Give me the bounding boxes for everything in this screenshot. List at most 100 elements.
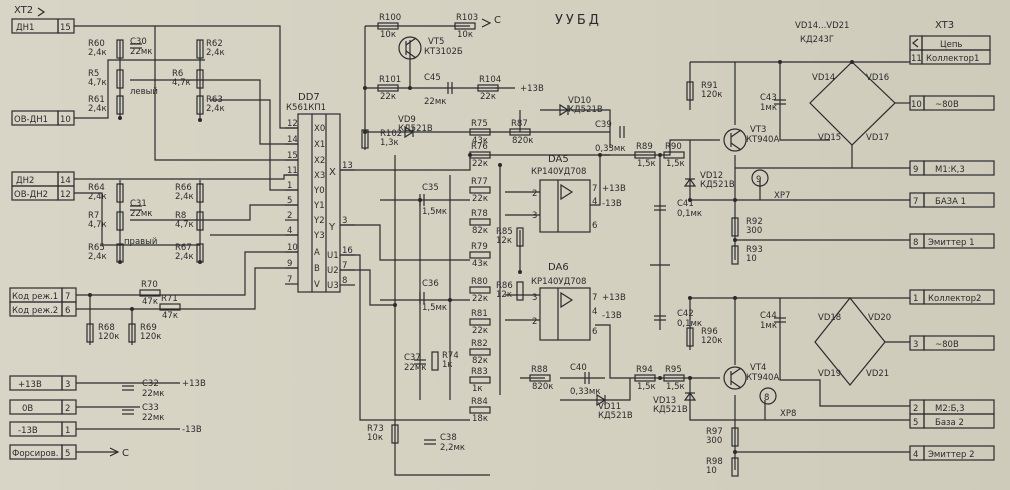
xt2-pin: ДН2 14 bbox=[11, 171, 75, 187]
resistor-ref: R5 bbox=[88, 69, 99, 79]
wire bbox=[630, 139, 720, 156]
dd7-pin-label: U1 bbox=[327, 251, 339, 261]
capacitor-ref: C42 bbox=[677, 309, 694, 319]
wire bbox=[340, 269, 395, 306]
wire bbox=[154, 26, 298, 161]
xt3-pin: 5 База 2 bbox=[909, 413, 995, 429]
wire bbox=[130, 79, 298, 145]
resistor-value: 4,7к bbox=[88, 220, 107, 230]
opamp-vn: -13В bbox=[602, 199, 622, 209]
junction bbox=[130, 307, 134, 311]
dd7-ref: DD7 bbox=[298, 92, 320, 103]
wire bbox=[210, 99, 298, 191]
resistor-ref: R100 bbox=[379, 13, 401, 23]
xt3-pin: 2 М2:Б,3 bbox=[909, 399, 995, 415]
wire bbox=[519, 110, 610, 133]
resistor-ref: R104 bbox=[479, 75, 501, 85]
capacitor-value: 22мк bbox=[142, 413, 164, 423]
transistor-ref: VT3 bbox=[750, 125, 766, 135]
capacitor-ref: C45 bbox=[424, 73, 441, 83]
xt2-pin: -13В 1 bbox=[9, 421, 77, 437]
diode-label: VD18 bbox=[818, 313, 841, 323]
pin-name: -13В bbox=[18, 426, 38, 436]
vt5-supply: +13В bbox=[520, 84, 544, 94]
diode-type: КД521В bbox=[398, 124, 433, 134]
xt2-pin: Код реж.2 6 bbox=[9, 301, 77, 317]
wire bbox=[560, 378, 631, 401]
bridge-group-label: VD14...VD21 bbox=[795, 21, 849, 31]
right-label: правый bbox=[124, 237, 157, 247]
junction bbox=[118, 260, 122, 264]
pin-num: 6 bbox=[65, 306, 70, 316]
xt2-pin: ОВ-ДН2 12 bbox=[11, 185, 75, 201]
resistor-ref: R71 bbox=[161, 294, 178, 304]
opamp-pin: 3 bbox=[532, 211, 537, 221]
diode-type: КД521В bbox=[598, 411, 633, 421]
resistor-value: 82к bbox=[472, 226, 488, 236]
resistor-value: 4,7к bbox=[172, 78, 191, 88]
pin-num: 2 bbox=[913, 404, 918, 414]
resistor-value: 1,5к bbox=[637, 159, 656, 169]
diode-bridge-1: VD14 VD16 VD15 VD17 bbox=[809, 61, 910, 168]
xt2-pin: Форсиров. 5 bbox=[9, 444, 77, 460]
resistor-value: 300 bbox=[746, 226, 762, 236]
resistor-ref: R64 bbox=[88, 183, 105, 193]
wire bbox=[340, 224, 470, 261]
pin-name: Код реж.1 bbox=[12, 292, 58, 302]
capacitor-value: 1мк bbox=[760, 321, 777, 331]
diode-bridge-2: VD18 VD20 VD19 VD21 bbox=[814, 297, 910, 386]
wire bbox=[74, 192, 200, 246]
junction bbox=[198, 260, 202, 264]
wire bbox=[779, 62, 830, 141]
pin-name: Эмиттер 1 bbox=[928, 238, 975, 248]
resistor-value: 43к bbox=[472, 259, 488, 269]
dd7-pin-num: 16 bbox=[342, 246, 353, 256]
pin-name: ОВ-ДН1 bbox=[14, 115, 48, 125]
resistor-ref: R103 bbox=[456, 13, 478, 23]
resistor-value: 2,4к bbox=[88, 104, 107, 114]
dd7-pin-num: 9 bbox=[287, 259, 292, 269]
resistor-value: 120к bbox=[701, 336, 722, 346]
capacitor-ref: C44 bbox=[760, 311, 777, 321]
dd7-pin-num: 7 bbox=[342, 261, 347, 271]
resistor-ref: R61 bbox=[88, 95, 105, 105]
dd7-pin-label: Y0 bbox=[313, 186, 325, 196]
resistor-value: 1,5к bbox=[666, 159, 685, 169]
pin-name: М2:Б,3 bbox=[935, 404, 965, 414]
diode-type: КД521В bbox=[700, 180, 735, 190]
pin-name: ДН1 bbox=[16, 23, 34, 33]
pin-num: 2 bbox=[65, 404, 70, 414]
pin-num: 9 bbox=[913, 165, 918, 175]
pin-num: 7 bbox=[913, 197, 918, 207]
capacitor-value: 0,1мк bbox=[677, 319, 702, 329]
dd7-pin-num: 4 bbox=[287, 226, 292, 236]
resistor-value: 22к bbox=[472, 159, 488, 169]
resistor-value: 22к bbox=[480, 92, 496, 102]
dd7-pin-label: Y2 bbox=[313, 216, 325, 226]
pin-num: 12 bbox=[60, 190, 71, 200]
dd7-out-y: Y bbox=[328, 222, 336, 233]
resistor-ref: R84 bbox=[471, 397, 488, 407]
capacitor-value: 1,5мк bbox=[422, 303, 447, 313]
resistor-ref: R78 bbox=[471, 209, 488, 219]
resistor-ref: R89 bbox=[636, 142, 653, 152]
resistor-value: 1,5к bbox=[637, 382, 656, 392]
opamp-pin: 6 bbox=[592, 221, 597, 231]
